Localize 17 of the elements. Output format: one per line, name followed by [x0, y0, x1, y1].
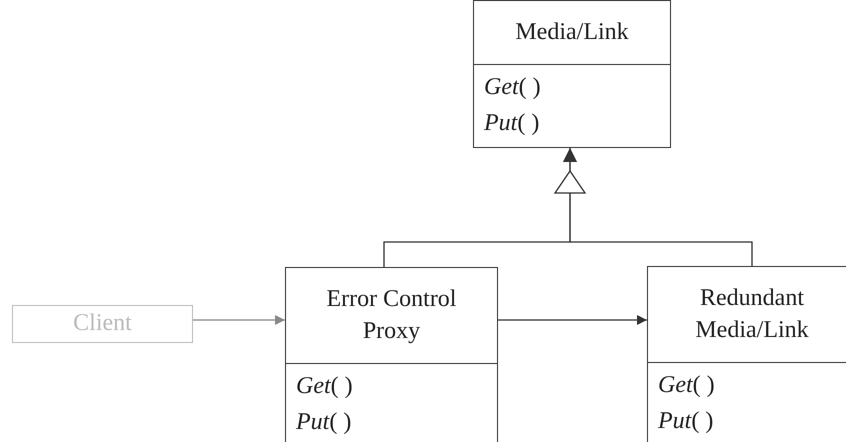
method-name: Put( ) — [658, 407, 714, 436]
method-name: Get( ) — [658, 371, 715, 400]
class-box — [473, 0, 671, 148]
method-name: Put( ) — [484, 109, 540, 138]
method-name: Put( ) — [296, 408, 352, 437]
arrow — [193, 315, 285, 325]
class-name: Redundant Media/Link — [694, 284, 810, 344]
class-box — [285, 267, 498, 442]
method-name: Get( ) — [484, 73, 541, 102]
class-name: Media/Link — [515, 18, 629, 47]
method-name: Get( ) — [296, 372, 353, 401]
arrow — [383, 148, 577, 267]
class-box — [647, 266, 846, 442]
class-name: Client — [73, 309, 132, 338]
client-box — [12, 305, 193, 343]
arrow — [498, 315, 647, 325]
class-name: Error Control Proxy — [326, 285, 458, 346]
